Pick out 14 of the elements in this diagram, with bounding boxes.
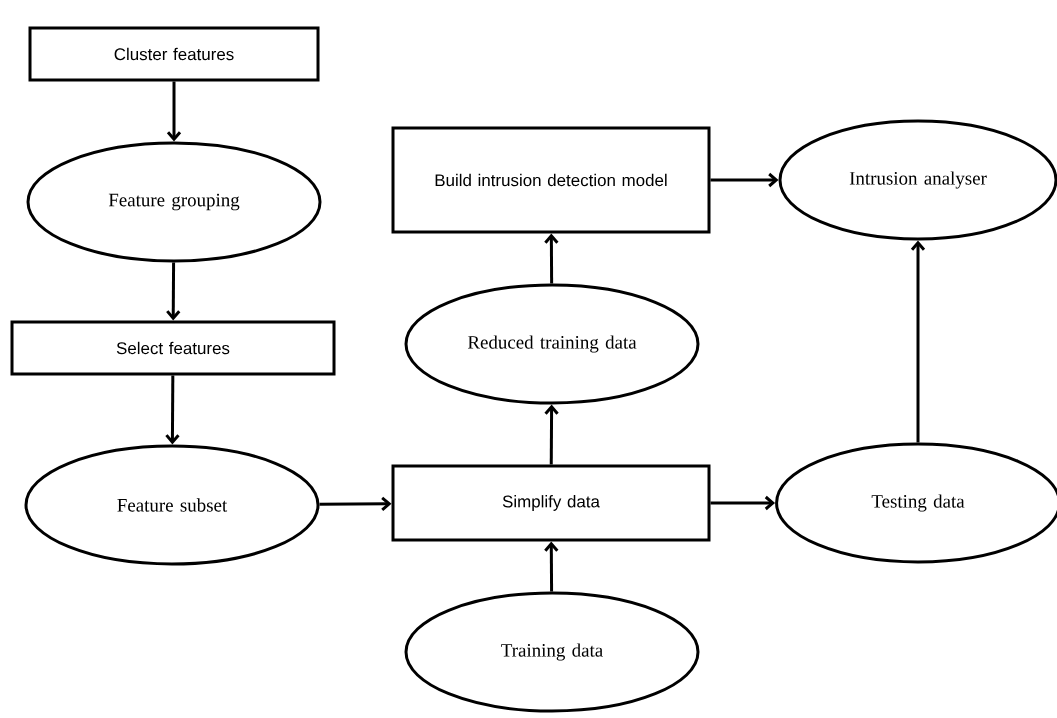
process-box: Cluster features: [28, 26, 320, 82]
arrow: [710, 495, 776, 511]
arrow: [544, 541, 559, 592]
arrow: [166, 262, 181, 321]
arrow: [544, 233, 559, 284]
arrow: [319, 496, 392, 511]
arrow: [166, 81, 182, 142]
process-box: Build intrusion detection model: [391, 126, 711, 234]
process-box: Simplify data: [391, 464, 711, 542]
arrow: [710, 172, 779, 188]
process-box: Select features: [10, 320, 336, 376]
arrow: [165, 375, 180, 445]
arrow: [910, 240, 926, 443]
arrow: [544, 404, 559, 465]
